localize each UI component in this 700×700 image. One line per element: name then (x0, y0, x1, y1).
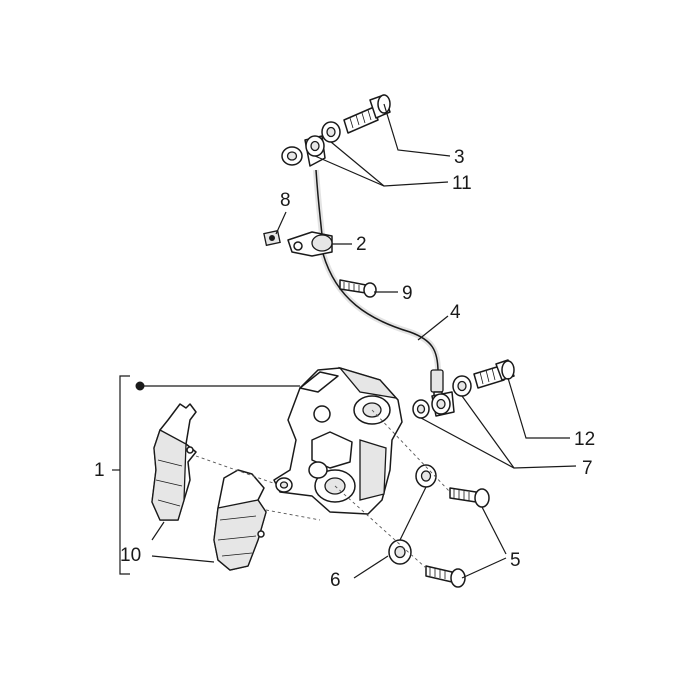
callout-12: 12 (574, 429, 595, 450)
pad-guide-line-2 (265, 509, 321, 521)
assembly-bracket-1 (112, 375, 300, 575)
caliper-mounting-bolt-upper (449, 487, 490, 508)
brake-pad-left (151, 403, 197, 521)
caliper-mounting-bolt-lower (425, 565, 466, 588)
callout-1: 1 (94, 460, 105, 481)
upper-banjo-assembly (281, 94, 391, 167)
callout-3: 3 (454, 147, 465, 168)
callout-6: 6 (330, 570, 341, 591)
leader-4 (417, 315, 449, 341)
washer-upper (415, 464, 437, 488)
clip-nut (263, 229, 281, 247)
callout-8: 8 (280, 190, 291, 211)
leader-7a (420, 417, 577, 469)
leader-10b (151, 555, 215, 563)
callout-5: 5 (510, 550, 521, 571)
leader-10a (151, 521, 165, 541)
leader-3 (383, 103, 451, 157)
brake-hose (313, 169, 444, 411)
callout-10: 10 (120, 545, 141, 566)
leader-6b (399, 486, 427, 541)
callout-7: 7 (582, 458, 593, 479)
callout-4: 4 (450, 302, 461, 323)
brake-caliper (273, 366, 403, 515)
leader-7b (461, 395, 515, 469)
leader-6a (353, 555, 389, 579)
hose-clamp (287, 231, 333, 257)
leader-8 (275, 211, 287, 235)
leader-5b (461, 557, 507, 579)
callout-9: 9 (402, 283, 413, 304)
callout-2: 2 (356, 234, 367, 255)
bolt-guide-line-lower (334, 485, 427, 569)
bolt-guide-line-upper (371, 409, 451, 493)
leader-5a (481, 506, 507, 555)
callout-11: 11 (452, 173, 472, 194)
pad-guide-line (195, 455, 277, 485)
leader-11b (330, 141, 385, 187)
brake-pad-right (213, 469, 267, 571)
leader-11a (314, 155, 449, 187)
clamp-screw (339, 279, 377, 298)
lower-banjo-assembly (412, 359, 515, 419)
leader-12 (507, 377, 570, 439)
